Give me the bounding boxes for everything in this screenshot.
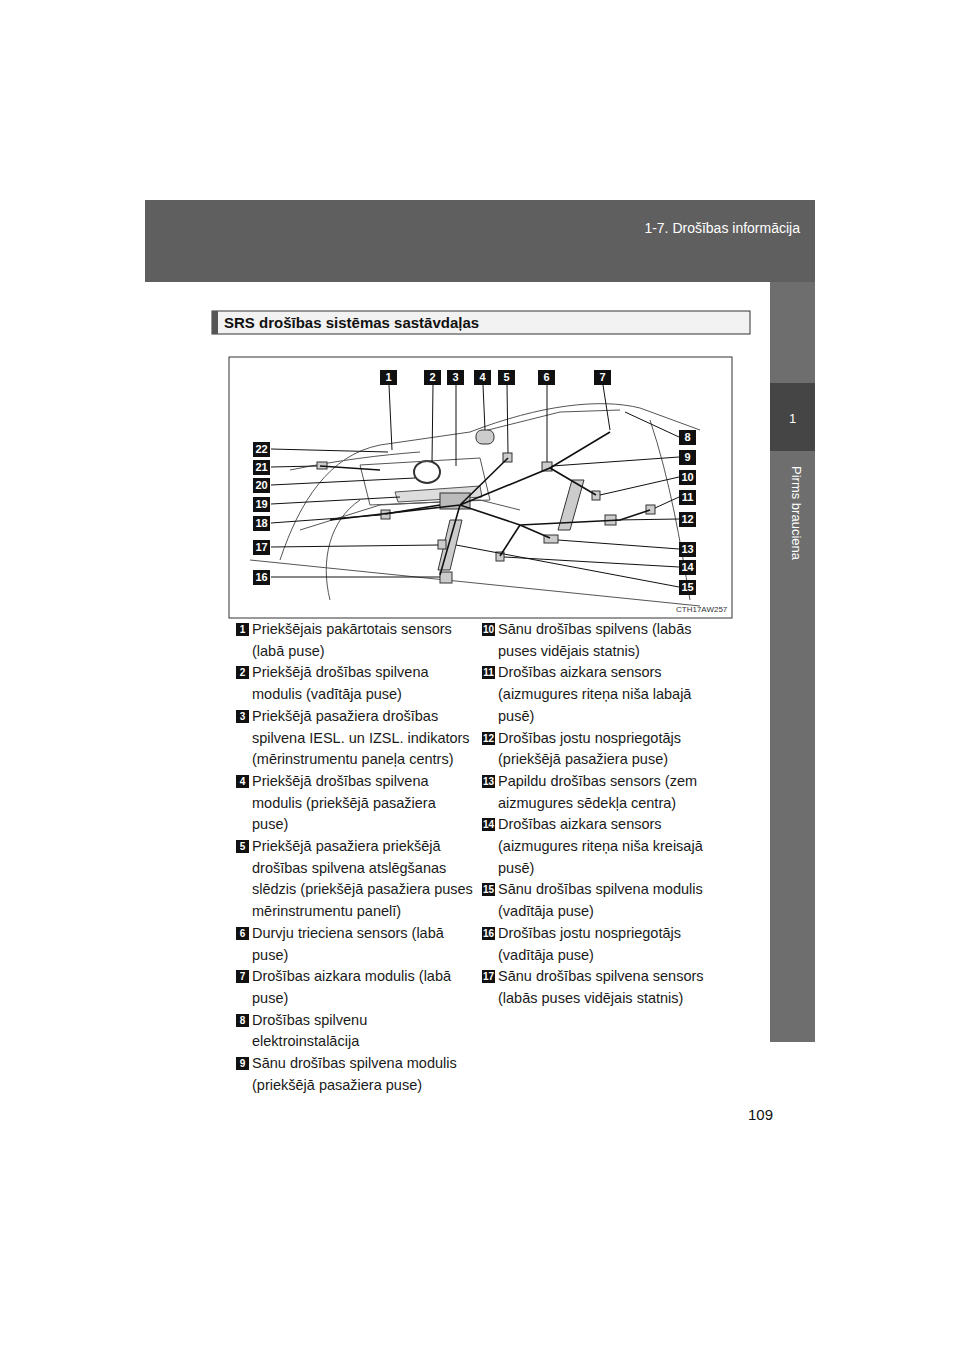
title-frame (212, 311, 750, 334)
car-illustration (229, 357, 732, 618)
item-number: 5 (236, 840, 249, 853)
legend-item: 13Papildu drošības sensors (zem aizmugur… (482, 771, 720, 814)
item-number: 13 (482, 775, 495, 788)
item-number: 6 (236, 927, 249, 940)
section-title: SRS drošības sistēmas sastāvdaļas (224, 313, 744, 332)
item-description: Sānu drošības spilvena sensors (labās pu… (498, 966, 720, 1009)
item-description: Sānu drošības spilvens (labās puses vidē… (498, 619, 720, 662)
callout-number: 7 (594, 370, 611, 385)
callout-number: 2 (424, 370, 441, 385)
callout-number: 8 (679, 430, 696, 445)
legend-item: 1Priekšējais pakārtotais sensors (labā p… (236, 619, 474, 662)
legend-item: 5Priekšējā pasažiera priekšējā drošības … (236, 836, 474, 923)
callout-number: 21 (253, 460, 270, 475)
item-description: Drošības aizkara sensors (aizmugures rit… (498, 814, 720, 879)
callout-number: 14 (679, 560, 696, 575)
item-description: Drošības aizkara modulis (labā puse) (252, 966, 474, 1009)
item-description: Drošības spilvenu elektroinstalācija (252, 1010, 474, 1053)
item-number: 8 (236, 1014, 249, 1027)
legend-item: 11Drošības aizkara sensors (aizmugures r… (482, 662, 720, 727)
item-number: 3 (236, 710, 249, 723)
item-description: Priekšējā pasažiera priekšējā drošības s… (252, 836, 474, 923)
title-marker (212, 311, 218, 334)
item-number: 1 (236, 623, 249, 636)
legend-item: 10Sānu drošības spilvens (labās puses vi… (482, 619, 720, 662)
chapter-number: 1 (770, 411, 815, 426)
item-number: 14 (482, 818, 495, 831)
legend-item: 4Priekšējā drošības spilvena modulis (pr… (236, 771, 474, 836)
section-header: 1-7. Drošības informācija (380, 220, 800, 236)
callout-number: 13 (679, 542, 696, 557)
item-description: Priekšējais pakārtotais sensors (labā pu… (252, 619, 474, 662)
item-number: 17 (482, 970, 495, 983)
item-number: 9 (236, 1057, 249, 1070)
legend-item: 8Drošības spilvenu elektroinstalācija (236, 1010, 474, 1053)
item-number: 4 (236, 775, 249, 788)
callout-number: 4 (474, 370, 491, 385)
side-strip (770, 282, 815, 1042)
item-number: 2 (236, 666, 249, 679)
callout-number: 15 (679, 580, 696, 595)
legend-item: 6Durvju trieciena sensors (labā puse) (236, 923, 474, 966)
list-column: 10Sānu drošības spilvens (labās puses vi… (482, 619, 720, 1010)
callout-number: 9 (679, 450, 696, 465)
item-description: Priekšējā drošības spilvena modulis (pri… (252, 771, 474, 836)
legend-item: 12Drošības jostu nospriegotājs (priekšēj… (482, 728, 720, 771)
item-description: Sānu drošības spilvena modulis (vadītāja… (498, 879, 720, 922)
item-number: 15 (482, 883, 495, 896)
legend-item: 15Sānu drošības spilvena modulis (vadītā… (482, 879, 720, 922)
callout-number: 20 (253, 478, 270, 493)
callout-number: 16 (253, 570, 270, 585)
item-description: Sānu drošības spilvena modulis (priekšēj… (252, 1053, 474, 1096)
callout-number: 1 (380, 370, 397, 385)
callout-number: 18 (253, 516, 270, 531)
callout-number: 11 (679, 490, 696, 505)
section-title-bar: SRS drošības sistēmas sastāvdaļas (224, 313, 744, 333)
callout-number: 10 (679, 470, 696, 485)
item-description: Drošības jostu nospriegotājs (vadītāja p… (498, 923, 720, 966)
item-number: 16 (482, 927, 495, 940)
header-band (145, 200, 815, 282)
legend-item: 7Drošības aizkara modulis (labā puse) (236, 966, 474, 1009)
item-description: Drošības aizkara sensors (aizmugures rit… (498, 662, 720, 727)
figure-code: CTH17AW257 (676, 605, 727, 614)
callout-number: 3 (447, 370, 464, 385)
legend-item: 2Priekšējā drošības spilvena modulis (va… (236, 662, 474, 705)
item-number: 10 (482, 623, 495, 636)
callout-number: 17 (253, 540, 270, 555)
item-number: 12 (482, 732, 495, 745)
legend-item: 17Sānu drošības spilvena sensors (labās … (482, 966, 720, 1009)
item-description: Drošības jostu nospriegotājs (priekšējā … (498, 728, 720, 771)
item-description: Priekšējā pasažiera drošības spilvena IE… (252, 706, 474, 771)
callout-number: 5 (498, 370, 515, 385)
callout-number: 6 (538, 370, 555, 385)
legend-item: 9Sānu drošības spilvena modulis (priekšē… (236, 1053, 474, 1096)
callout-number: 19 (253, 497, 270, 512)
callout-number: 12 (679, 512, 696, 527)
item-description: Durvju trieciena sensors (labā puse) (252, 923, 474, 966)
legend-item: 16Drošības jostu nospriegotājs (vadītāja… (482, 923, 720, 966)
chapter-tab: 1 (770, 383, 815, 451)
item-number: 7 (236, 970, 249, 983)
leader-lines (271, 385, 679, 587)
item-description: Papildu drošības sensors (zem aizmugures… (498, 771, 720, 814)
chapter-name: Pirms brauciena (788, 463, 804, 563)
legend-item: 14Drošības aizkara sensors (aizmugures r… (482, 814, 720, 879)
list-column: 1Priekšējais pakārtotais sensors (labā p… (236, 619, 474, 1096)
legend-item: 3Priekšējā pasažiera drošības spilvena I… (236, 706, 474, 771)
page-number: 109 (748, 1106, 773, 1123)
callout-number: 22 (253, 442, 270, 457)
item-description: Priekšējā drošības spilvena modulis (vad… (252, 662, 474, 705)
item-number: 11 (482, 666, 495, 679)
header-band: 1-7. Drošības informācija (380, 220, 800, 236)
